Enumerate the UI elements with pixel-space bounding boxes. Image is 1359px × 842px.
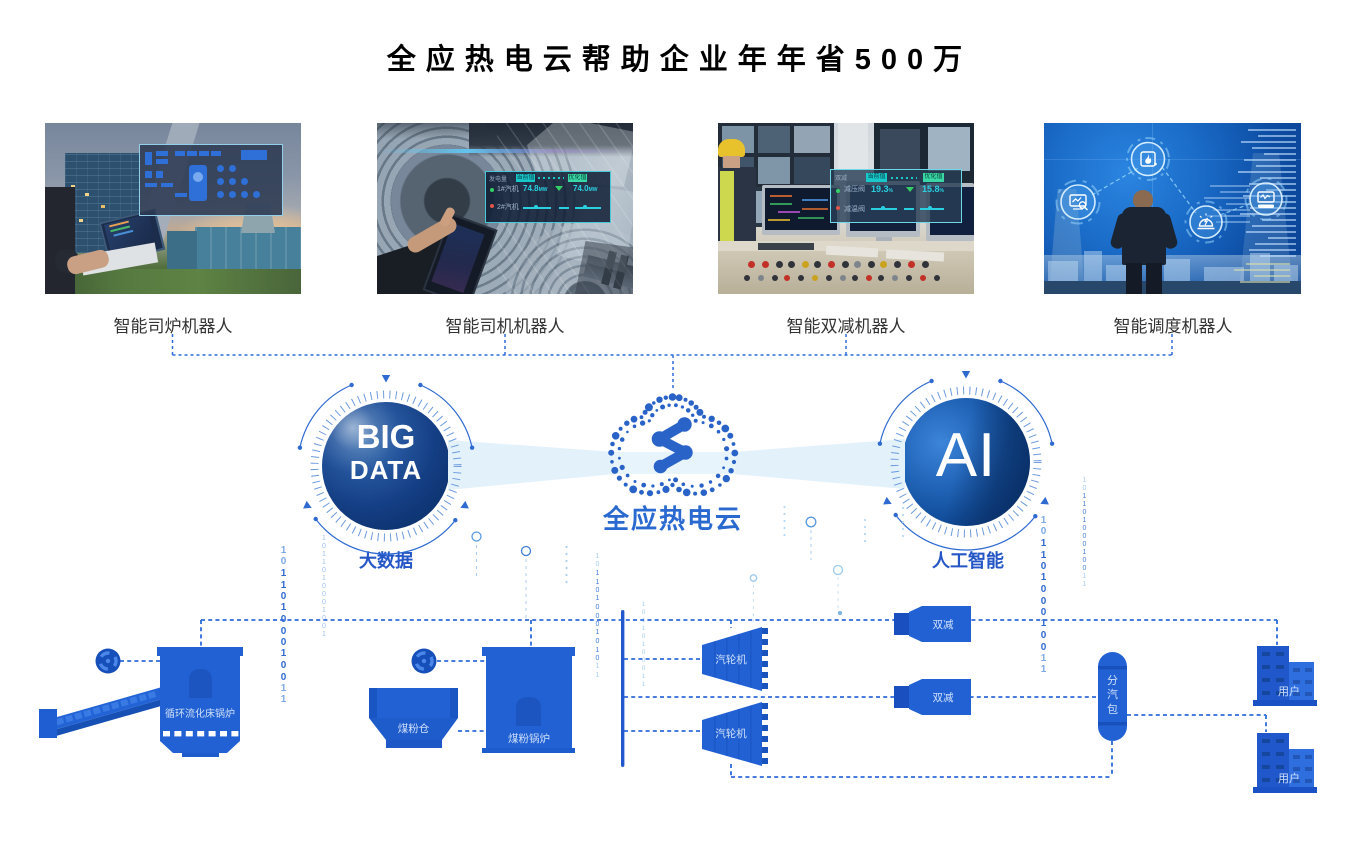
svg-text:1: 1 [1083,581,1087,588]
svg-text:1: 1 [1083,501,1087,508]
svg-text:1: 1 [1083,573,1087,580]
svg-text:1: 1 [281,602,287,613]
svg-text:1: 1 [1041,572,1047,583]
svg-text:0: 0 [281,660,287,671]
svg-text:1: 1 [642,625,646,632]
svg-text:1: 1 [596,647,600,654]
svg-text:包: 包 [1107,703,1118,716]
svg-text:0: 0 [596,621,600,628]
svg-text:0: 0 [1041,596,1047,607]
svg-text:煤粉锅炉: 煤粉锅炉 [508,732,550,745]
svg-text:0: 0 [1083,485,1087,492]
svg-text:煤粉仓: 煤粉仓 [398,722,430,735]
svg-text:1: 1 [1083,493,1087,500]
svg-text:1: 1 [322,535,326,542]
svg-text:0: 0 [642,665,646,672]
svg-text:1: 1 [322,551,326,558]
svg-text:双减: 双减 [933,692,954,704]
svg-text:1: 1 [596,570,600,577]
svg-text:0: 0 [322,623,326,630]
svg-text:汽轮机: 汽轮机 [715,653,747,666]
svg-text:1: 1 [642,673,646,680]
svg-text:1: 1 [642,681,646,688]
svg-text:0: 0 [1083,533,1087,540]
svg-text:用户: 用户 [1278,771,1300,785]
svg-text:1: 1 [281,683,287,694]
svg-text:0: 0 [1041,526,1047,537]
svg-text:1: 1 [596,553,600,560]
svg-text:1: 1 [281,545,287,556]
svg-text:0: 0 [596,655,600,662]
svg-text:0: 0 [596,561,600,568]
svg-text:0: 0 [596,604,600,611]
svg-text:1: 1 [1041,550,1047,561]
svg-text:0: 0 [322,591,326,598]
svg-text:0: 0 [1083,525,1087,532]
svg-text:1: 1 [596,672,600,679]
svg-text:0: 0 [1041,584,1047,595]
svg-text:0: 0 [1083,509,1087,516]
svg-text:0: 0 [596,638,600,645]
svg-text:1: 1 [281,568,287,579]
svg-text:0: 0 [642,633,646,640]
svg-text:1: 1 [281,694,287,705]
svg-text:1: 1 [322,559,326,566]
svg-text:1: 1 [1041,538,1047,549]
svg-text:0: 0 [281,556,287,567]
svg-text:1: 1 [1083,549,1087,556]
svg-text:0: 0 [281,591,287,602]
svg-text:1: 1 [596,579,600,586]
svg-text:1: 1 [1083,517,1087,524]
svg-text:0: 0 [1083,565,1087,572]
svg-text:双减: 双减 [933,619,954,631]
svg-text:0: 0 [596,587,600,594]
svg-text:1: 1 [281,648,287,659]
svg-text:0: 0 [1041,630,1047,641]
svg-text:1: 1 [322,631,326,638]
svg-text:1: 1 [596,663,600,670]
svg-text:0: 0 [1083,557,1087,564]
svg-text:1: 1 [596,595,600,602]
svg-text:0: 0 [1041,642,1047,653]
svg-text:1: 1 [642,641,646,648]
svg-text:0: 0 [1083,541,1087,548]
svg-text:0: 0 [322,615,326,622]
svg-text:0: 0 [281,626,287,637]
svg-text:0: 0 [642,609,646,616]
svg-text:0: 0 [1041,561,1047,572]
svg-text:0: 0 [1041,607,1047,618]
svg-text:1: 1 [281,580,287,591]
svg-text:0: 0 [322,543,326,550]
svg-text:0: 0 [322,599,326,606]
svg-text:0: 0 [281,637,287,648]
svg-text:1: 1 [322,607,326,614]
svg-text:0: 0 [596,613,600,620]
svg-text:1: 1 [1041,653,1047,664]
svg-text:1: 1 [1041,618,1047,629]
svg-text:汽: 汽 [1107,687,1118,701]
svg-text:1: 1 [1083,477,1087,484]
svg-text:分: 分 [1107,674,1118,687]
svg-text:0: 0 [281,672,287,683]
svg-text:汽轮机: 汽轮机 [715,727,747,740]
svg-text:1: 1 [1041,515,1047,526]
svg-text:1: 1 [1041,664,1047,675]
svg-text:0: 0 [642,649,646,656]
svg-text:1: 1 [642,601,646,608]
svg-text:0: 0 [322,583,326,590]
svg-text:用户: 用户 [1278,684,1300,698]
svg-text:0: 0 [322,567,326,574]
svg-text:1: 1 [596,629,600,636]
svg-text:循环流化床锅炉: 循环流化床锅炉 [165,707,235,720]
svg-text:0: 0 [642,657,646,664]
svg-text:1: 1 [322,575,326,582]
